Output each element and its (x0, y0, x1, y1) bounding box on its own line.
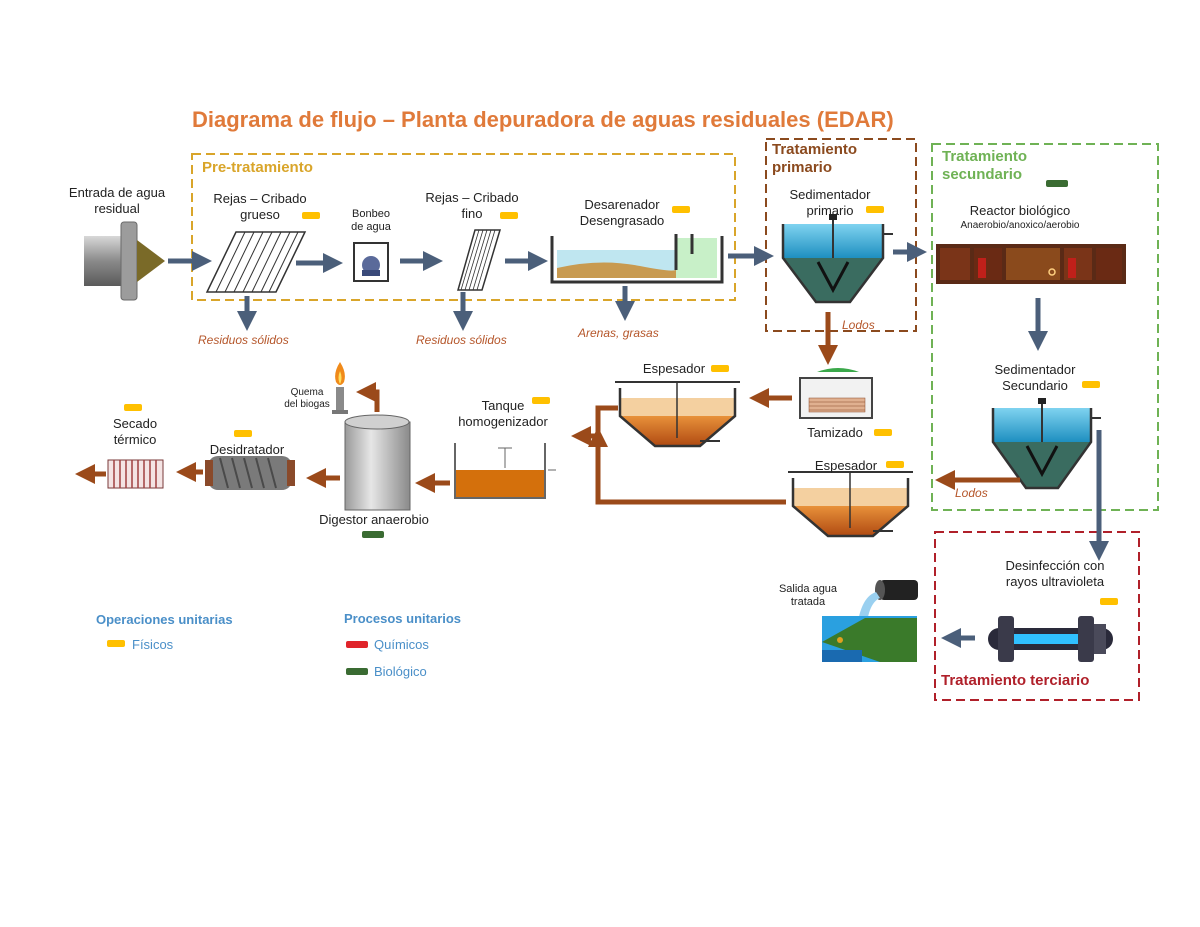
coarse-screen-icon (205, 231, 307, 293)
outlet-river-icon (822, 580, 918, 662)
arrow-digestor-to-flare (356, 382, 380, 412)
tag-fisico-desarenador (672, 206, 690, 213)
label-desarenador: Desarenador Desengrasado (579, 197, 665, 228)
label-salida: Salida agua tratada (778, 583, 838, 608)
waste-arenas: Arenas, grasas (578, 326, 659, 340)
terciario-border (934, 531, 1140, 701)
biological-reactor-icon (936, 244, 1126, 284)
legend-fisicos-swatch (107, 640, 125, 647)
tag-fisico-sed-secundario (1082, 381, 1100, 388)
legend-biologico-label: Biológico (374, 664, 427, 679)
label-tamizado: Tamizado (807, 425, 863, 440)
section-pre-tratamiento: Pre-tratamiento (202, 159, 313, 176)
tag-fisico-secado (124, 404, 142, 411)
tag-fisico-desidratador (234, 430, 252, 437)
legend-quimicos-label: Químicos (374, 637, 429, 652)
anaerobic-digester-icon (344, 414, 411, 511)
section-primario: Tratamiento primario (772, 141, 858, 176)
thermal-dryer-icon (107, 459, 164, 489)
arrow-espesador1-to-tanque (571, 405, 618, 446)
tag-biologico-digestor (362, 531, 384, 538)
section-secundario: Tratamiento secundario (942, 148, 1028, 183)
waste-lodos-1: Lodos (842, 318, 875, 332)
biogas-flare-icon (332, 362, 348, 414)
waste-residuos-2: Residuos sólidos (416, 333, 507, 347)
label-desinfeccion: Desinfección con rayos ultravioleta (1005, 558, 1105, 589)
legend-operaciones-heading: Operaciones unitarias (96, 612, 233, 627)
tag-fisico-desinfeccion (1100, 598, 1118, 605)
primario-border (765, 138, 917, 332)
label-sed-secundario: Sedimentador Secundario (994, 362, 1076, 393)
legend-fisicos-label: Físicos (132, 637, 174, 652)
primary-clarifier-icon (781, 214, 893, 304)
tag-fisico-tanque (532, 397, 550, 404)
tag-fisico-sed-primario (866, 206, 884, 213)
legend-quimicos-swatch (346, 641, 368, 648)
tag-fisico-espesador1 (711, 365, 729, 372)
label-digestor: Digestor anaerobio (319, 512, 429, 527)
sieve-icon (799, 368, 873, 419)
arrow-espesador2-to-tanque (588, 427, 786, 505)
label-rejas-fino: Rejas – Cribado fino (425, 190, 519, 221)
page-title: Diagrama de flujo – Planta depuradora de… (192, 107, 894, 132)
label-quema: Quema del biogas (284, 387, 330, 410)
centrifuge-icon (205, 456, 295, 490)
label-espesador1: Espesador (642, 361, 706, 376)
label-tanque: Tanque homogenizador (458, 398, 548, 429)
secondary-clarifier-icon (991, 398, 1101, 490)
thickener-2-icon (788, 471, 913, 538)
legend-biologico-swatch (346, 668, 368, 675)
label-rejas-grueso: Rejas – Cribado grueso (213, 191, 307, 222)
waste-residuos-1: Residuos sólidos (198, 333, 289, 347)
tag-fisico-rejas-grueso (302, 212, 320, 219)
grit-chamber-icon (550, 234, 724, 284)
inlet-pipe-icon (84, 221, 165, 301)
homogenizer-tank-icon (454, 443, 556, 499)
uv-disinfection-icon (988, 616, 1113, 662)
label-sed-primario: Sedimentador primario (789, 187, 871, 218)
pump-icon (353, 242, 389, 282)
secundario-border (931, 143, 1159, 511)
tag-fisico-rejas-fino (500, 212, 518, 219)
section-terciario: Tratamiento terciario (941, 672, 1090, 689)
label-reactor-sub: Anaerobio/anoxico/aerobio (960, 220, 1080, 231)
label-secado: Secado térmico (112, 416, 158, 447)
label-bombeo: Bonbeo de agua (351, 208, 391, 233)
fine-screen-icon (457, 229, 502, 291)
label-espesador2: Espesador (814, 458, 878, 473)
label-entrada: Entrada de agua residual (68, 185, 166, 216)
tag-biologico-secundario (1046, 180, 1068, 187)
label-reactor: Reactor biológico (969, 203, 1071, 218)
waste-lodos-2: Lodos (955, 486, 988, 500)
thickener-1-icon (615, 381, 740, 448)
tag-fisico-tamizado (874, 429, 892, 436)
tag-fisico-espesador2 (886, 461, 904, 468)
label-desidratador: Desidratador (209, 442, 285, 457)
legend-procesos-heading: Procesos unitarios (344, 611, 462, 626)
